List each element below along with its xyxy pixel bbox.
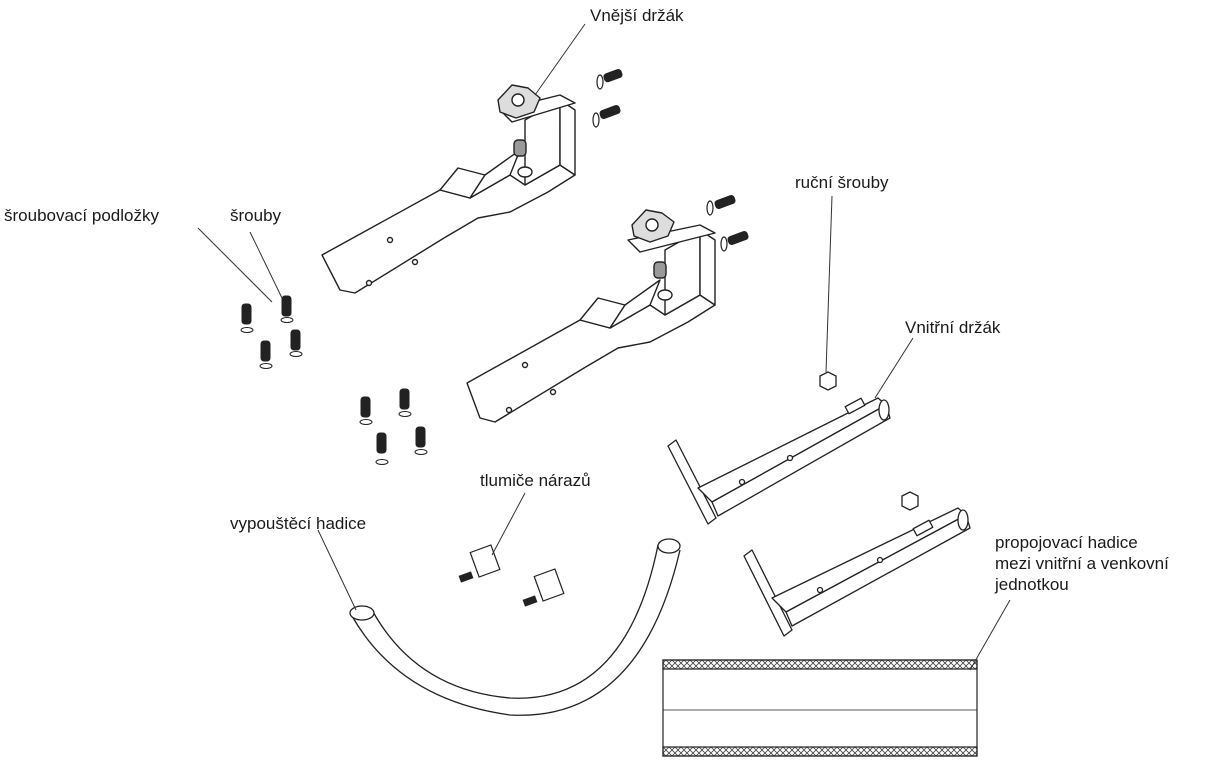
- leader-inner-bracket: [874, 337, 914, 399]
- connecting-hose: [662, 659, 978, 757]
- screws-and-washers-group: [240, 295, 428, 465]
- hand-screws: [819, 371, 919, 511]
- label-connecting-hose-line1: propojovací hadice: [995, 533, 1138, 552]
- label-connecting-hose: propojovací hadice mezi vnitřní a venkov…: [995, 532, 1212, 595]
- leader-connecting-hose: [969, 599, 1011, 671]
- leader-shock-absorbers: [491, 492, 526, 556]
- label-hand-screws: ruční šrouby: [795, 173, 889, 192]
- drain-hose: [349, 538, 681, 716]
- shock-absorbers: [458, 544, 565, 607]
- inner-bracket-bottom: [743, 507, 971, 637]
- leader-lines: [197, 23, 1011, 671]
- leader-hand-screws: [825, 195, 833, 373]
- label-screws: šrouby: [230, 206, 282, 225]
- label-outer-bracket: Vnější držák: [590, 6, 684, 25]
- label-washers: šroubovací podložky: [4, 206, 159, 225]
- label-connecting-hose-line3: jednotkou: [995, 575, 1069, 594]
- outer-bracket-screws-top: [592, 69, 623, 128]
- label-drain-hose: vypouštěcí hadice: [230, 514, 367, 533]
- leader-outer-bracket: [534, 23, 586, 96]
- label-shock-absorbers: tlumiče nárazů: [480, 471, 591, 490]
- outer-bracket-middle: [466, 209, 716, 423]
- leader-drain-hose: [317, 529, 357, 611]
- label-connecting-hose-line2: mezi vnitřní a venkovní: [995, 554, 1169, 573]
- label-inner-bracket: Vnitřní držák: [905, 318, 1001, 337]
- outer-bracket-screws-middle: [706, 195, 749, 252]
- outer-bracket-top: [321, 84, 576, 294]
- leader-screws: [249, 231, 283, 299]
- inner-bracket-top: [667, 397, 891, 525]
- leader-washers: [197, 227, 273, 303]
